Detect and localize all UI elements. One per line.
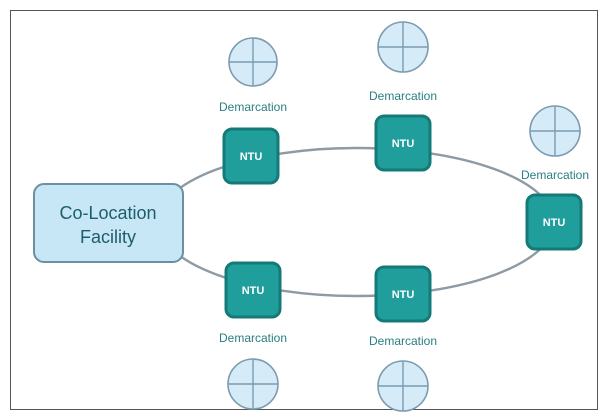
ntu-label: NTU <box>392 138 415 150</box>
ntu-node-5: NTU <box>374 265 432 323</box>
ntu-label: NTU <box>392 289 415 301</box>
colocation-facility: Co-Location Facility <box>33 183 184 263</box>
ntu-node-3: NTU <box>525 193 583 251</box>
ntu-label: NTU <box>240 151 263 163</box>
colocation-label-line1: Co-Location <box>59 203 156 223</box>
ntu-box <box>525 193 583 251</box>
colocation-box <box>33 183 184 263</box>
ntu-box <box>374 265 432 323</box>
ring-connection <box>156 146 556 298</box>
demarcation-label-5: Demarcation <box>369 334 437 348</box>
demarcation-label-4: Demarcation <box>219 331 287 345</box>
demarcation-globe-icon <box>377 21 429 73</box>
ntu-node-1: NTU <box>222 127 280 185</box>
ntu-label: NTU <box>543 217 566 229</box>
colocation-label-line2: Facility <box>80 227 136 247</box>
demarcation-globe-icon <box>228 37 278 87</box>
demarcation-globe-icon <box>227 358 279 410</box>
ntu-box <box>224 261 282 319</box>
ntu-node-2: NTU <box>374 114 432 172</box>
demarcation-label-3: Demarcation <box>521 168 589 182</box>
ntu-node-4: NTU <box>224 261 282 319</box>
demarcation-globe-icon <box>377 360 429 412</box>
demarcation-label-2: Demarcation <box>369 89 437 103</box>
demarcation-label-1: Demarcation <box>219 100 287 114</box>
ntu-label: NTU <box>242 285 265 297</box>
demarcation-globe-icon <box>529 105 581 157</box>
ntu-box <box>374 114 432 172</box>
ntu-box <box>222 127 280 185</box>
